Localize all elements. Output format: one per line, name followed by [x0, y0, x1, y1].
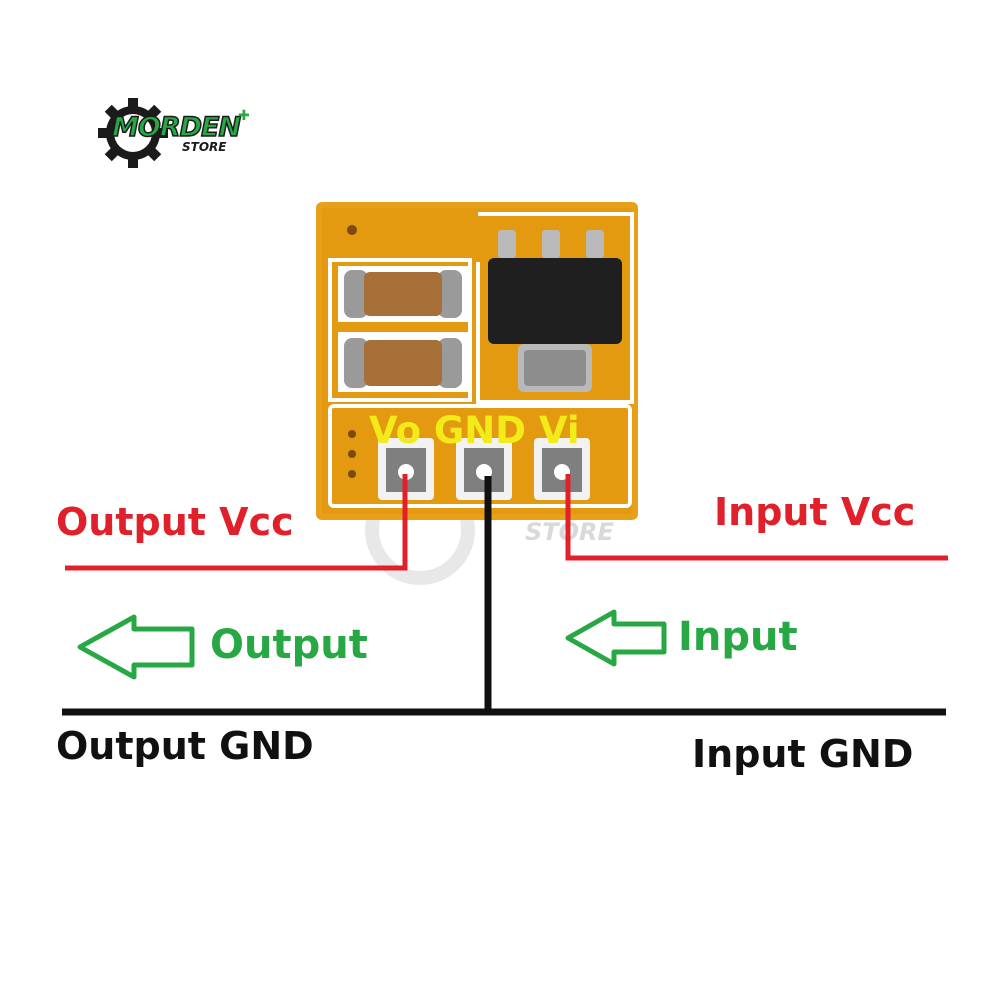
- input-arrow-icon: [565, 609, 667, 667]
- input-vcc-label: Input Vcc: [714, 490, 916, 534]
- output-arrow-icon: [77, 614, 195, 680]
- output-vcc-wire: [65, 474, 408, 571]
- regulator-chip: [488, 230, 622, 392]
- pin-labels: Vo GND Vi: [369, 409, 580, 452]
- pcb-module: [316, 202, 638, 520]
- gear-icon: [98, 98, 168, 168]
- pin-pads: [378, 438, 590, 500]
- capacitor-bottom: [338, 332, 468, 392]
- input-vcc-wire: [565, 474, 948, 561]
- logo-plus-mark: ✚: [238, 108, 250, 124]
- logo-sub-text: STORE: [182, 140, 227, 154]
- input-label: Input: [678, 614, 798, 660]
- output-vcc-label: Output Vcc: [56, 500, 294, 544]
- output-label: Output: [210, 622, 368, 668]
- output-gnd-label: Output GND: [56, 724, 314, 768]
- morden-store-logo: MORDEN ✚ STORE: [98, 98, 258, 168]
- capacitor-top: [338, 266, 468, 322]
- logo-brand-text: MORDEN: [111, 111, 242, 144]
- input-gnd-label: Input GND: [692, 732, 914, 776]
